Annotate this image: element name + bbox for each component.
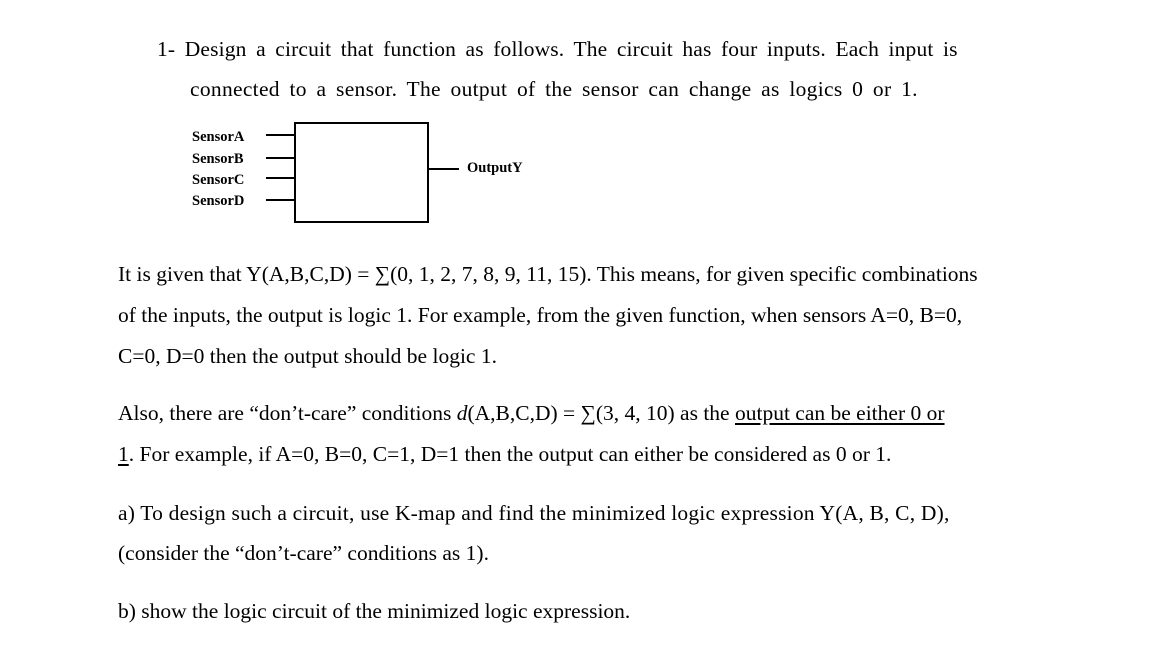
- sensor-c-label: SensorC: [192, 172, 245, 188]
- dont-care-line-2: 1. For example, if A=0, B=0, C=1, D=1 th…: [118, 441, 891, 467]
- dont-care-text-2: (A,B,C,D) = ∑(3, 4, 10) as the: [467, 401, 735, 425]
- dont-care-underlined-2: 1: [118, 442, 129, 466]
- sensor-a-label: SensorA: [192, 129, 245, 145]
- circuit-block-diagram: SensorA SensorB SensorC SensorD OutputY: [186, 118, 566, 228]
- problem-line-1: 1- Design a circuit that function as fol…: [157, 37, 958, 61]
- part-a-line-2: (consider the “don’t-care” conditions as…: [118, 541, 489, 565]
- circuit-box: [294, 122, 429, 223]
- dont-care-text-1: Also, there are “don’t-care” conditions: [118, 401, 457, 425]
- block-diagram-svg: [266, 122, 459, 223]
- given-line-2: of the inputs, the output is logic 1. Fo…: [118, 303, 963, 327]
- given-line-3: C=0, D=0 then the output should be logic…: [118, 344, 497, 368]
- given-line-1: It is given that Y(A,B,C,D) = ∑(0, 1, 2,…: [118, 262, 978, 286]
- dont-care-line-1: Also, there are “don’t-care” conditions …: [118, 400, 945, 426]
- part-a-line-1: a) To design such a circuit, use K-map a…: [118, 501, 950, 525]
- dont-care-underlined: output can be either 0 or: [734, 401, 945, 425]
- output-y-label: OutputY: [467, 160, 523, 176]
- part-b-line-1: b) show the logic circuit of the minimiz…: [118, 599, 631, 623]
- sensor-b-label: SensorB: [192, 151, 244, 167]
- dont-care-text-3: . For example, if A=0, B=0, C=1, D=1 the…: [128, 442, 892, 466]
- problem-line-2: connected to a sensor. The output of the…: [190, 77, 918, 101]
- dont-care-d: d: [456, 401, 468, 425]
- sensor-d-label: SensorD: [192, 193, 245, 209]
